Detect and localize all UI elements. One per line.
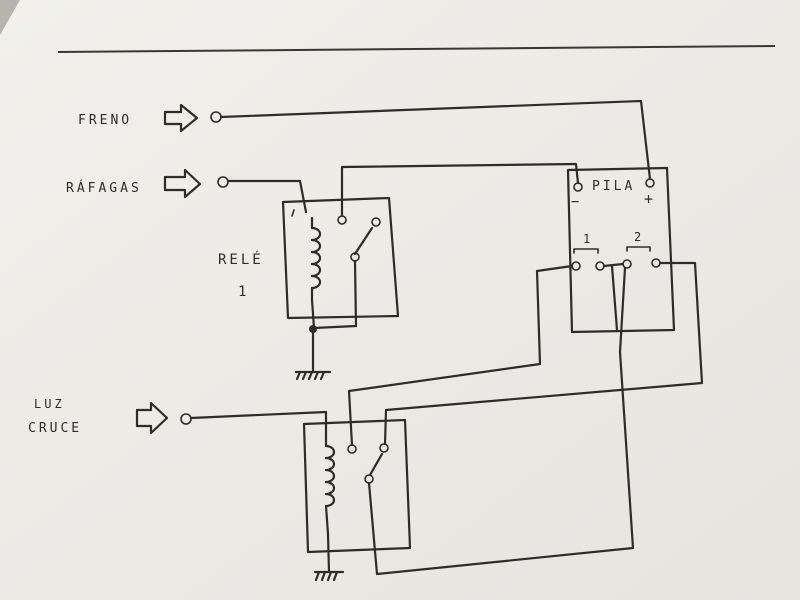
relay-1-pivot-wire bbox=[353, 259, 358, 328]
relay-1-ground-icon bbox=[294, 331, 332, 381]
paper-top-rule bbox=[57, 45, 776, 53]
rele-1-label: RELÉ bbox=[218, 251, 264, 268]
freno-arrow-icon bbox=[163, 103, 199, 133]
luz-cruce-label-line1: LUZ bbox=[34, 397, 65, 411]
switch-2-loop-wire bbox=[383, 261, 704, 446]
switch-1-label: 1 bbox=[583, 232, 593, 246]
switch-2-label: 2 bbox=[634, 230, 644, 244]
luz-cruce-arrow-icon bbox=[135, 401, 169, 435]
luz-cruce-wire bbox=[189, 410, 328, 438]
relay-1-contact-b bbox=[371, 217, 381, 227]
switch-1-bridge bbox=[602, 262, 625, 268]
relay-1-box bbox=[281, 196, 400, 320]
rafagas-wire bbox=[226, 179, 308, 214]
rele-1-number: 1 bbox=[238, 284, 249, 300]
pila-minus-wire bbox=[340, 162, 580, 218]
relay-1-switch-arm bbox=[353, 226, 374, 256]
rafagas-label: RÁFAGAS bbox=[66, 180, 142, 196]
relay-2-coil bbox=[324, 434, 336, 536]
pila-box bbox=[566, 166, 676, 334]
switch-2-down-wire bbox=[367, 266, 635, 576]
rafagas-arrow-icon bbox=[163, 168, 202, 199]
pila-plus: + bbox=[644, 190, 656, 208]
relay-1-ground-node bbox=[309, 325, 317, 333]
freno-label: FRENO bbox=[78, 113, 132, 128]
switch-2-bar bbox=[626, 246, 651, 252]
switch-1-to-relay-2-wire bbox=[347, 264, 574, 447]
relay-2-box bbox=[302, 418, 412, 554]
switch-1-bar bbox=[573, 248, 599, 254]
relay-2-ground-icon bbox=[313, 532, 345, 582]
relay-2-switch-arm bbox=[368, 452, 384, 477]
bridge-down-wire bbox=[610, 264, 619, 332]
relay-1-coil-tick bbox=[291, 209, 295, 217]
pila-minus: − bbox=[571, 194, 582, 210]
freno-wire bbox=[219, 99, 652, 181]
pila-label: PILA bbox=[592, 179, 635, 194]
luz-cruce-label-line2: CRUCE bbox=[28, 421, 82, 436]
relay-1-coil bbox=[310, 216, 322, 302]
